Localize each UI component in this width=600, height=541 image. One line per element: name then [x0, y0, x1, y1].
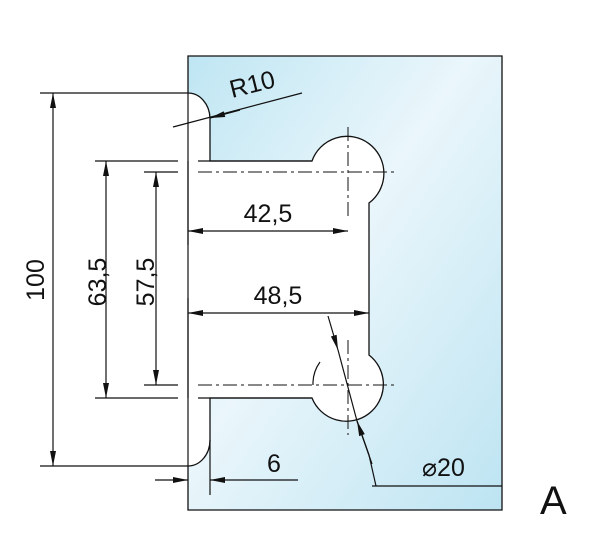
dim-overall-height: 100	[22, 259, 50, 301]
dim-outer-span: 63,5	[84, 258, 112, 307]
dimension-42-5: 42,5	[187, 161, 348, 245]
dimension-6: 6	[155, 440, 298, 495]
dimension-diameter: ⌀20	[327, 315, 502, 487]
dimension-57-5: 57,5	[132, 171, 178, 386]
centerlines	[198, 127, 395, 435]
glass-panel	[187, 55, 503, 511]
dim-diameter: ⌀20	[422, 454, 465, 482]
view-label: A	[540, 479, 567, 523]
dim-upper-depth: 42,5	[244, 200, 293, 228]
dimension-100: 100	[22, 92, 188, 467]
dimension-63-5: 63,5	[84, 160, 312, 399]
dim-inner-span: 57,5	[132, 258, 160, 307]
dim-offset: 6	[267, 450, 281, 478]
dim-lower-depth: 48,5	[254, 282, 303, 310]
dimension-48-5: 48,5	[187, 282, 369, 398]
